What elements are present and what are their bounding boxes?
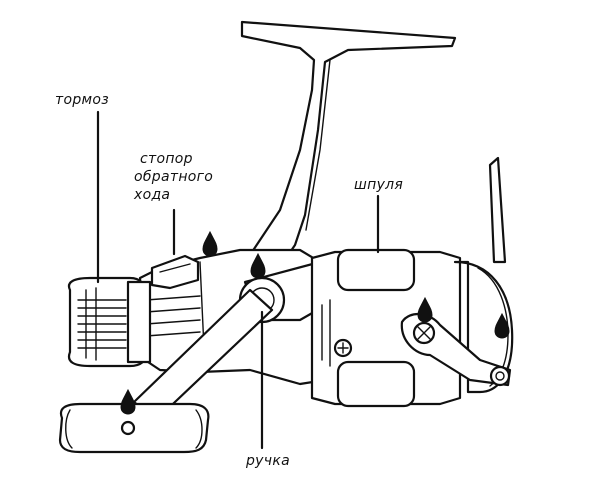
leader-lines [96, 110, 380, 450]
bail-arm [400, 156, 514, 394]
label-handle: ручка [246, 453, 290, 469]
oil-drop-icon [120, 388, 136, 415]
oil-drop-icon [250, 252, 266, 279]
handle-crank [58, 288, 274, 454]
label-brake: тормоз [55, 92, 109, 108]
drag-knob [67, 276, 152, 368]
label-stopper-line1: стопор [140, 151, 193, 167]
label-stopper-line2: обратного [134, 169, 214, 185]
oil-drop-icon [494, 312, 510, 339]
spool [310, 248, 462, 408]
oil-drop-icon [417, 296, 433, 323]
anti-reverse-switch [150, 254, 200, 290]
oil-drop-markers [120, 230, 510, 415]
label-spool: шпуля [354, 177, 404, 193]
oil-drop-icon [202, 230, 218, 257]
label-stopper-line3: хода [134, 187, 171, 203]
